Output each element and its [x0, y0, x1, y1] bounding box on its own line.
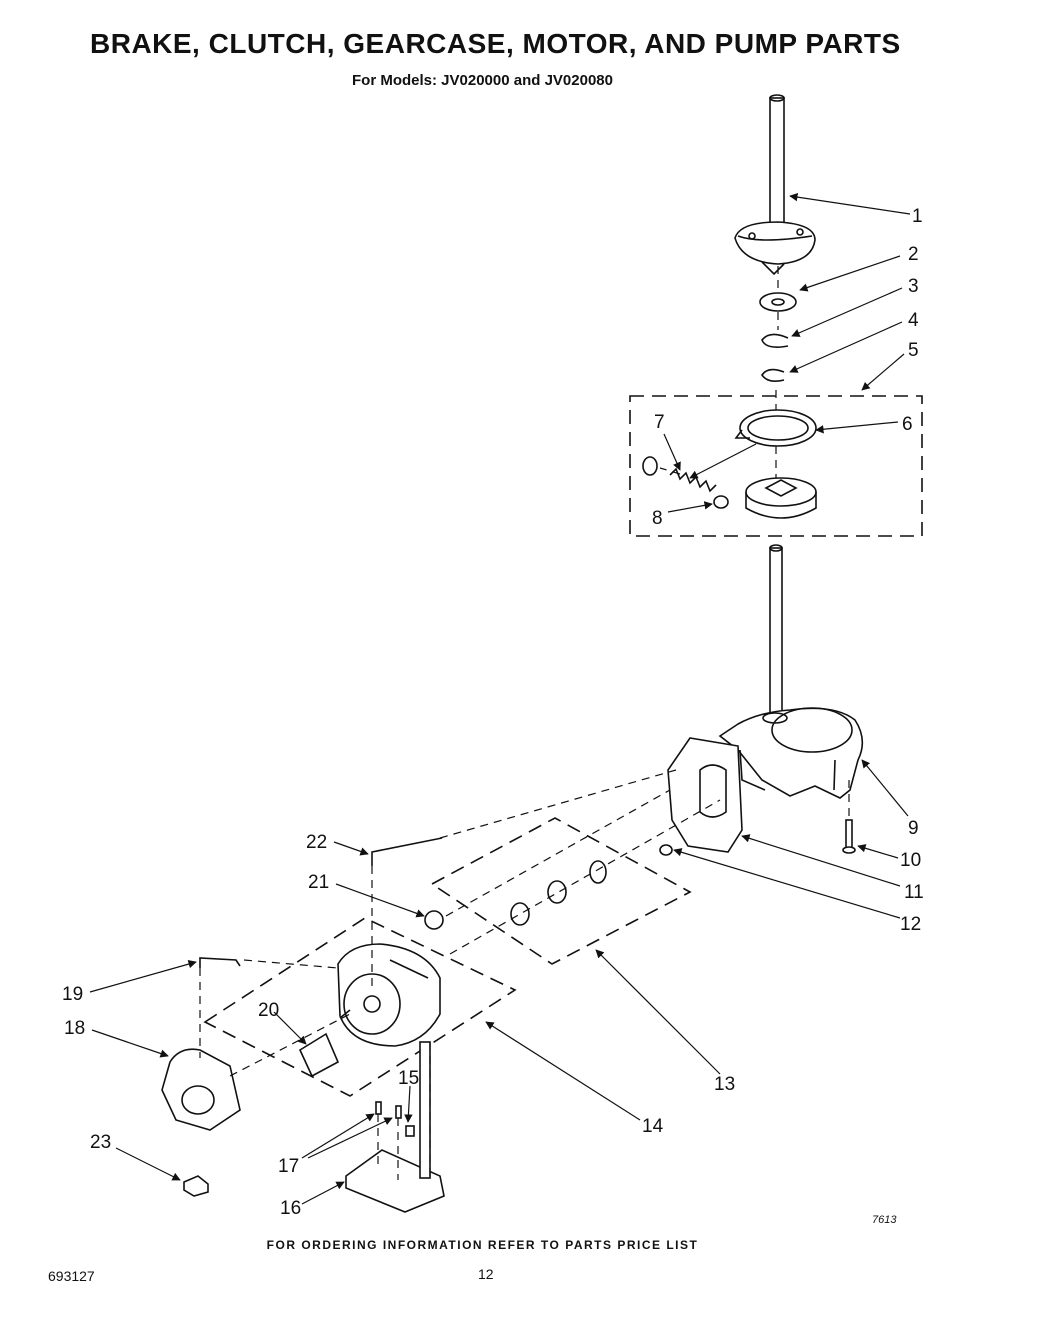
- callout-3: 3: [908, 276, 919, 297]
- callout-19: 19: [62, 984, 83, 1005]
- callout-7: 7: [654, 412, 665, 433]
- callout-16: 16: [280, 1198, 301, 1219]
- motor-kit-box: [203, 917, 517, 1097]
- gasket-plate: [667, 737, 743, 853]
- callout-21: 21: [308, 872, 329, 893]
- screw: [659, 844, 673, 856]
- drawing-number: 7613: [872, 1214, 897, 1226]
- clutch-band: [734, 409, 817, 447]
- callout-6: 6: [902, 414, 913, 435]
- bolt: [842, 819, 856, 854]
- callout-11: 11: [904, 882, 924, 903]
- screw-17-b: [395, 1105, 402, 1119]
- rubber-cap: [424, 910, 444, 930]
- wire-clip-lower: [199, 957, 241, 968]
- callout-10: 10: [900, 850, 921, 871]
- screw-17-a: [375, 1101, 382, 1115]
- callout-17: 17: [278, 1156, 299, 1177]
- callout-23: 23: [90, 1132, 111, 1153]
- retaining-ring: [761, 333, 789, 348]
- callout-15: 15: [398, 1068, 419, 1089]
- gearcase: [718, 707, 864, 799]
- spring: [669, 467, 717, 493]
- callout-4: 4: [908, 310, 919, 331]
- callout-labels: 1 2 3 4 5 6 7 8 9 10 11 12 13 14 15 16 1…: [62, 206, 924, 1219]
- coupling-kit-box: [430, 817, 692, 965]
- washer: [759, 292, 797, 312]
- callout-13: 13: [714, 1074, 735, 1095]
- document-number: 693127: [48, 1268, 95, 1284]
- page-number: 12: [478, 1266, 494, 1282]
- plug: [713, 495, 729, 509]
- callout-2: 2: [908, 244, 919, 265]
- callout-1: 1: [912, 206, 923, 227]
- callout-20: 20: [258, 1000, 279, 1021]
- clip-15: [405, 1125, 415, 1137]
- page-title: BRAKE, CLUTCH, GEARCASE, MOTOR, AND PUMP…: [90, 28, 901, 59]
- wire-clip-upper: [371, 837, 443, 866]
- callout-12: 12: [900, 914, 921, 935]
- callout-9: 9: [908, 818, 919, 839]
- callout-5: 5: [908, 340, 919, 361]
- pump: [161, 1048, 241, 1131]
- wire-connector: [183, 1175, 209, 1197]
- spring-cap: [642, 456, 658, 476]
- retaining-ring-small: [761, 368, 785, 382]
- callout-22: 22: [306, 832, 327, 853]
- callout-18: 18: [64, 1018, 85, 1039]
- clutch-pulley: [745, 477, 817, 519]
- callout-8: 8: [652, 508, 663, 529]
- drive-shaft: [769, 544, 783, 719]
- motor-bracket: [298, 1032, 340, 1078]
- brake-shaft-assembly: [734, 94, 816, 276]
- coupling-parts: [510, 860, 607, 926]
- model-subtitle: For Models: JV020000 and JV020080: [352, 72, 613, 89]
- motor: [337, 943, 441, 1047]
- callout-14: 14: [642, 1116, 664, 1137]
- mounting-plate: [345, 1041, 445, 1213]
- ordering-note: FOR ORDERING INFORMATION REFER TO PARTS …: [266, 1238, 699, 1252]
